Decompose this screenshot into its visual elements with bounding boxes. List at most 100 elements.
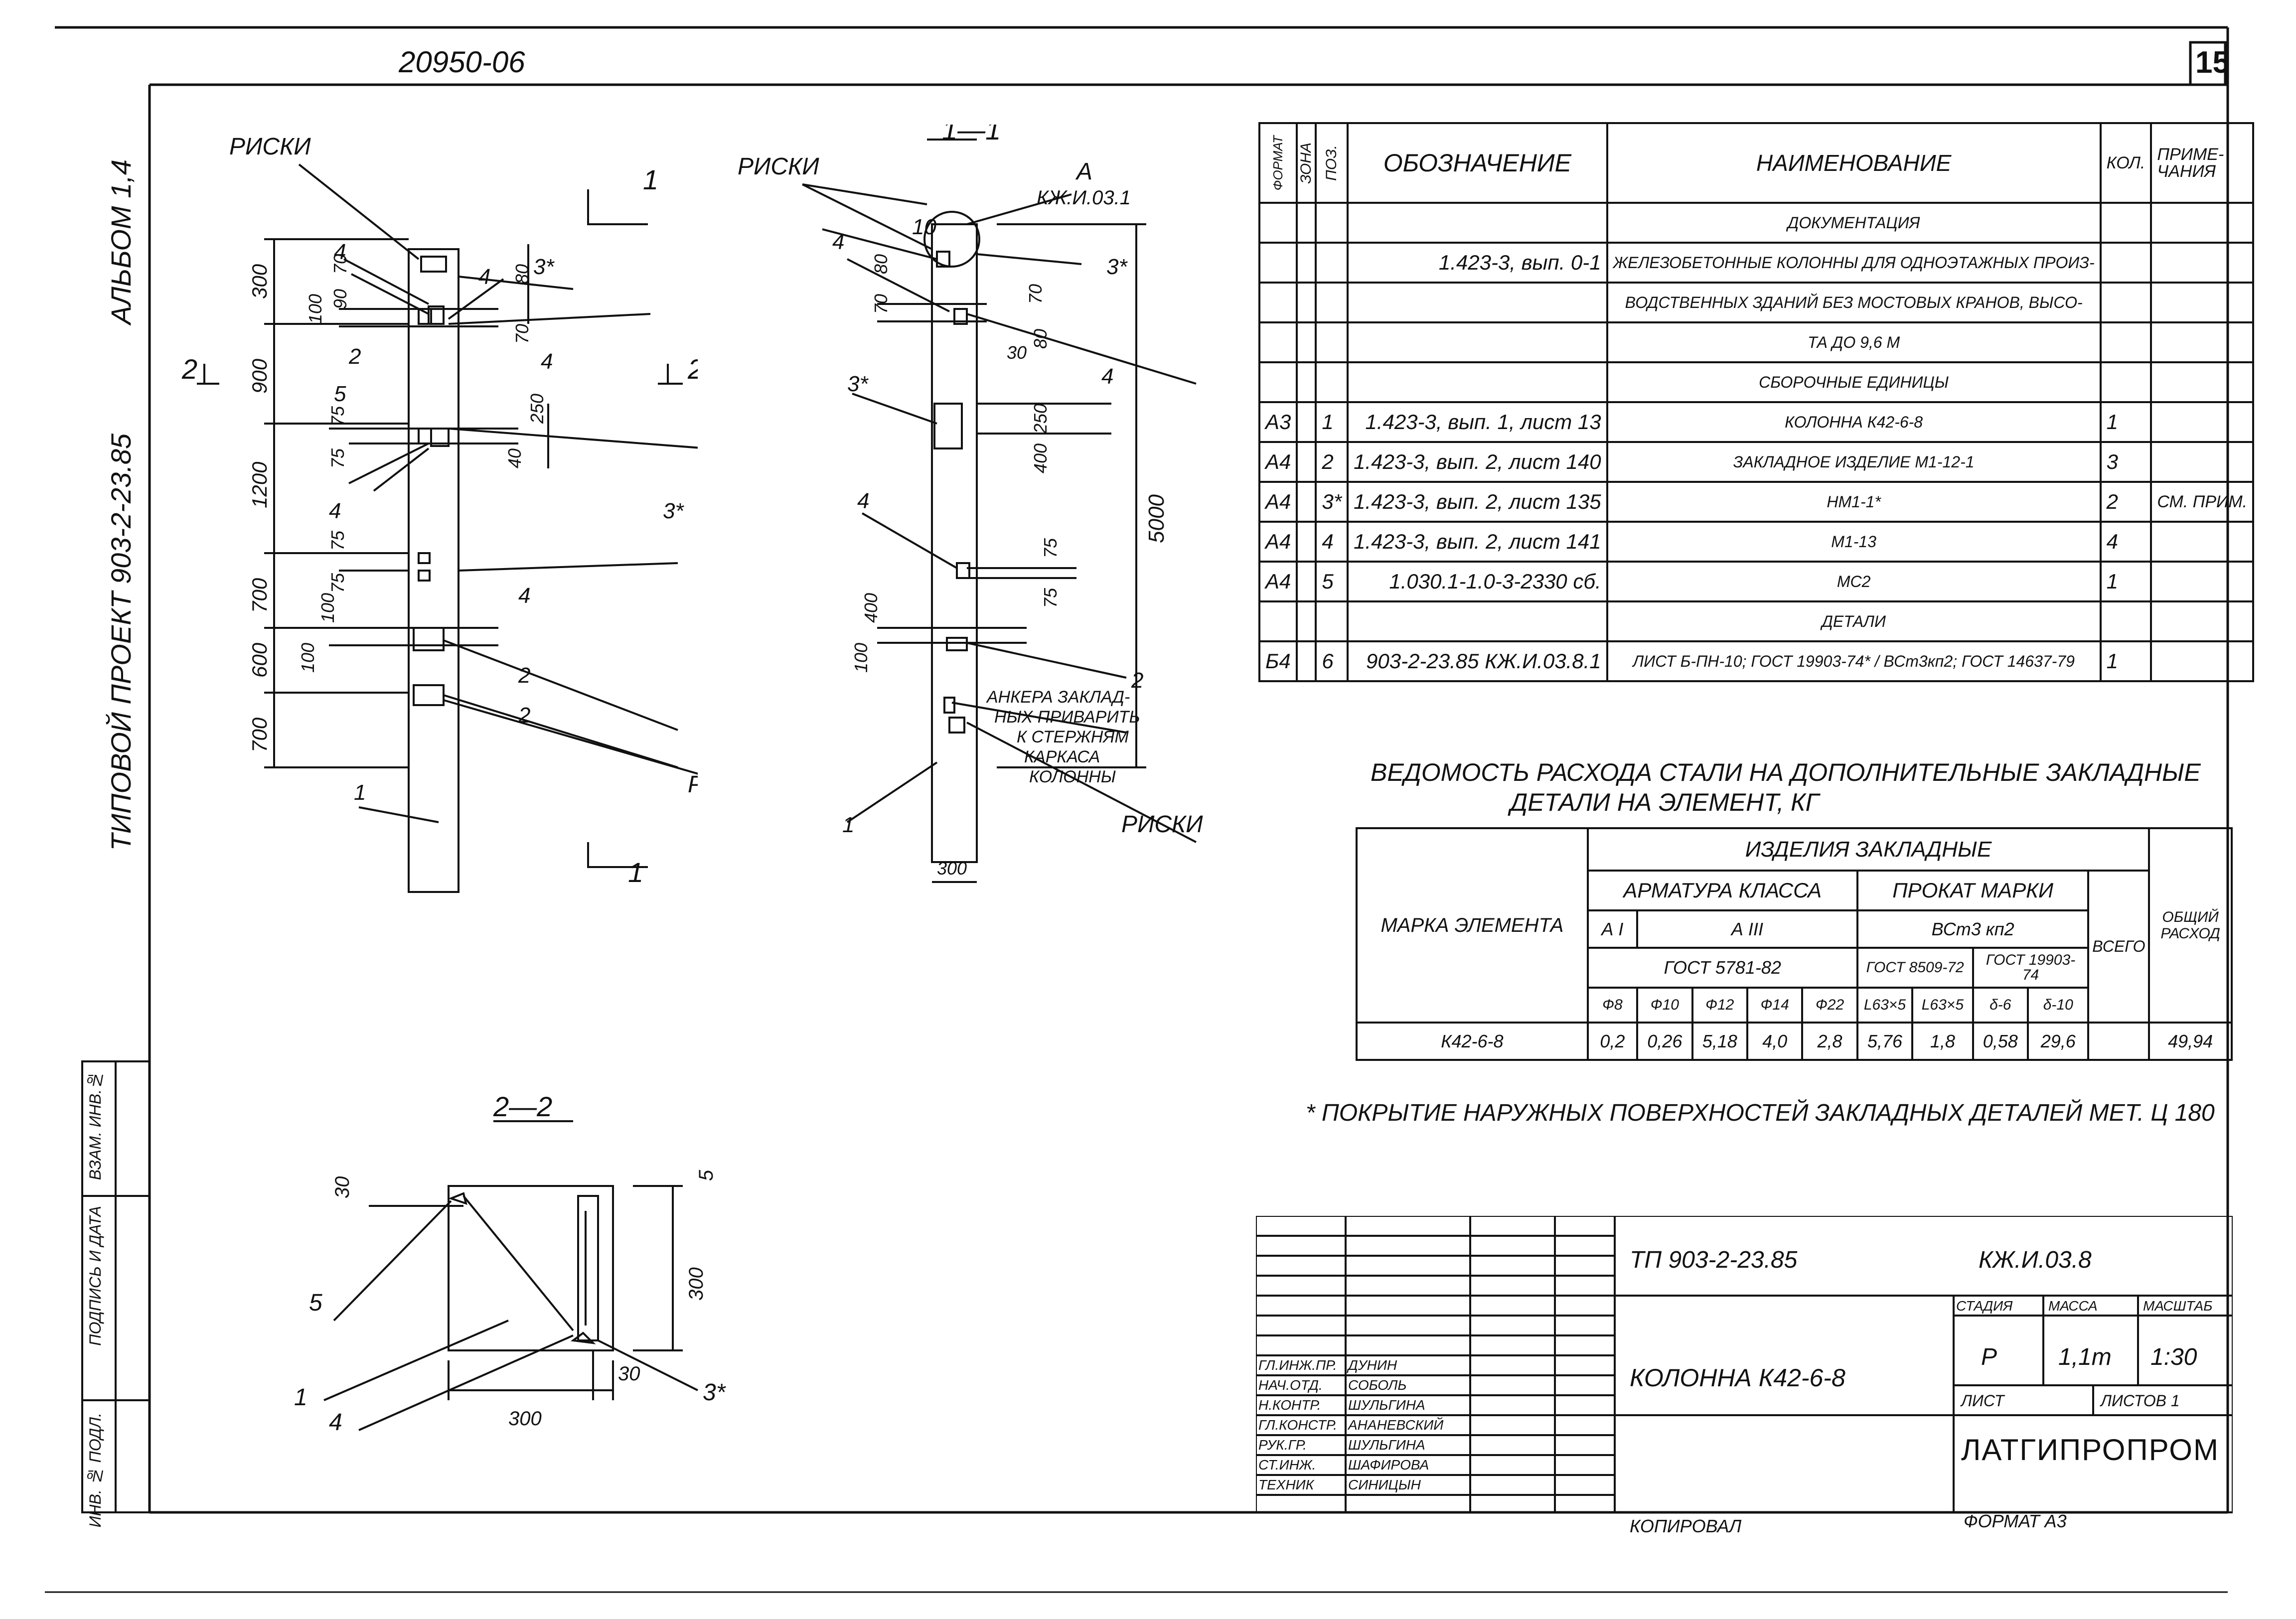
elev-right-dim-4: 40 (504, 448, 525, 468)
project-label: ТИПОВОЙ ПРОЕКТ 903-2-23.85 (105, 434, 137, 851)
spec-cell (1347, 321, 1608, 363)
steel-h-rebar: АРМАТУРА КЛАССА (1586, 870, 1858, 911)
tb-sheet-label: ЛИСТ (1961, 1392, 2004, 1410)
spec-cell: КОЛОННА К42-6-8 (1606, 401, 2102, 443)
spec-cell: 1.423-3, вып. 1, лист 13 (1347, 401, 1608, 443)
spec-cell (1315, 242, 1349, 284)
spec-cell (1296, 361, 1317, 403)
s22-title: 2—2 (493, 1091, 552, 1122)
s11-dim-11: 100 (851, 643, 871, 673)
spec-h-designation: ОБОЗНАЧЕНИЕ (1347, 122, 1608, 204)
spec-cell (1315, 361, 1349, 403)
s11-dim-7: 250 (1030, 404, 1051, 434)
spec-cell (2099, 321, 2152, 363)
spec-row: ТА ДО 9,6 М (1258, 321, 2255, 363)
signer-name: ШУЛЬГИНА (1348, 1437, 1425, 1453)
spec-cell (2150, 640, 2255, 682)
stamp-inv-label: ИНВ. № ПОДЛ. (86, 1413, 104, 1528)
spec-cell (2099, 361, 2152, 403)
s11-risk-bottom: РИСКИ (1121, 811, 1203, 838)
steel-title-1: ВЕДОМОСТЬ РАСХОДА СТАЛИ НА ДОПОЛНИТЕЛЬНЫ… (1371, 758, 2201, 786)
s11-callout-1: 10 (912, 215, 936, 239)
signer-name: СОБОЛЬ (1348, 1377, 1407, 1393)
spec-cell (2099, 202, 2152, 244)
elev-dim-3: 1200 (248, 461, 271, 508)
spec-cell: 1.423-3, вып. 2, лист 141 (1347, 521, 1608, 563)
elev-view-mark-left: 2 (181, 353, 197, 385)
spec-row: ДОКУМЕНТАЦИЯ (1258, 202, 2255, 244)
tb-mass-header: МАССА (2048, 1298, 2098, 1314)
spec-cell: А4 (1258, 481, 1298, 523)
s11-callout-4: 3* (847, 372, 869, 396)
spec-cell (1258, 321, 1298, 363)
steel-row-value: 0,2 (1586, 1022, 1639, 1061)
spec-cell: ЖЕЛЕЗОБЕТОННЫЕ КОЛОННЫ ДЛЯ ОДНОЭТАЖНЫХ П… (1606, 242, 2102, 284)
spec-cell (1296, 640, 1317, 682)
elev-dim-1: 300 (248, 264, 271, 299)
spec-row: ВОДСТВЕННЫХ ЗДАНИЙ БЕЗ МОСТОВЫХ КРАНОВ, … (1258, 282, 2255, 323)
tb-element-name: КОЛОННА К42-6-8 (1630, 1364, 1845, 1392)
spec-cell (1296, 481, 1317, 523)
spec-h-zone: ЗОНА (1296, 122, 1317, 204)
elev-callout-10: 2 (518, 663, 530, 688)
steel-h-class-ai: А I (1586, 909, 1639, 949)
steel-subheader: Ф8 (1586, 987, 1639, 1024)
elev-small-dim-6: 75 (327, 448, 348, 468)
stamp-replace-label: ВЗАМ. ИНВ.№ (86, 1071, 104, 1180)
spec-cell (2150, 401, 2255, 443)
spec-cell: МС2 (1606, 561, 2102, 602)
spec-cell (1296, 242, 1317, 284)
s11-note-4: КАРКАСА (1024, 747, 1100, 766)
spec-cell (1315, 202, 1349, 244)
elev-callout-6: 5 (334, 382, 346, 406)
steel-h-total: ВСЕГО (2087, 870, 2150, 1024)
spec-cell: НМ1-1* (1606, 481, 2102, 523)
spec-cell: 2 (2099, 481, 2152, 523)
spec-cell: ЗАКЛАДНОЕ ИЗДЕЛИЕ М1-12-1 (1606, 441, 2102, 483)
spec-cell (2099, 282, 2152, 323)
spec-cell (1258, 361, 1298, 403)
elev-dim-6: 700 (248, 717, 271, 752)
s11-dim-13: 300 (937, 858, 967, 879)
spec-cell: 4 (2099, 521, 2152, 563)
s22-dim-3: 300 (685, 1267, 707, 1301)
s11-callout-8: 1 (842, 813, 854, 837)
spec-cell (1296, 401, 1317, 443)
spec-cell: 1 (2099, 640, 2152, 682)
signer-role: Н.КОНТР. (1258, 1397, 1321, 1413)
steel-row-overall: 49,94 (2148, 1022, 2233, 1061)
spec-cell (1296, 521, 1317, 563)
steel-row-value: 4,0 (1746, 1022, 1804, 1061)
steel-h-overall: ОБЩИЙ РАСХОД (2148, 827, 2233, 1024)
spec-cell (2150, 521, 2255, 563)
elev-dim-2: 900 (248, 358, 271, 394)
elev-small-dim-3: 100 (305, 294, 325, 324)
section-1-1: 1—1 РИСКИ РИСКИ А КЖ.И.03.1 70 80 70 80 … (738, 125, 1203, 883)
elev-right-dim-1: 80 (512, 264, 532, 284)
elev-small-dim-5: 75 (327, 406, 348, 426)
s22-dim-4: 30 (618, 1363, 640, 1385)
signer-name: ДУНИН (1348, 1357, 1397, 1373)
spec-cell (1296, 282, 1317, 323)
steel-row-value: 1,8 (1911, 1022, 1974, 1061)
steel-subheader: Ф12 (1691, 987, 1748, 1024)
steel-subheader: Ф14 (1746, 987, 1804, 1024)
s11-dim-1: 70 (871, 294, 891, 314)
spec-cell: 1 (1315, 401, 1349, 443)
spec-cell (1315, 600, 1349, 642)
spec-cell: 1.423-3, вып. 0-1 (1347, 242, 1608, 284)
spec-cell (1315, 321, 1349, 363)
steel-subheader: L63×5 (1856, 987, 1914, 1024)
elev-view-mark-right: 2 (687, 353, 698, 385)
elev-dim-5: 600 (248, 642, 271, 678)
spec-cell: 4 (1315, 521, 1349, 563)
steel-row-value: 0,26 (1636, 1022, 1693, 1061)
steel-h-rolled-grade: ВСт3 кп2 (1856, 909, 2090, 949)
spec-cell (1347, 202, 1608, 244)
spec-cell: 5 (1315, 561, 1349, 602)
signer-name: АНАНЕВСКИЙ (1348, 1417, 1444, 1433)
elev-small-dim-9: 100 (317, 593, 338, 623)
